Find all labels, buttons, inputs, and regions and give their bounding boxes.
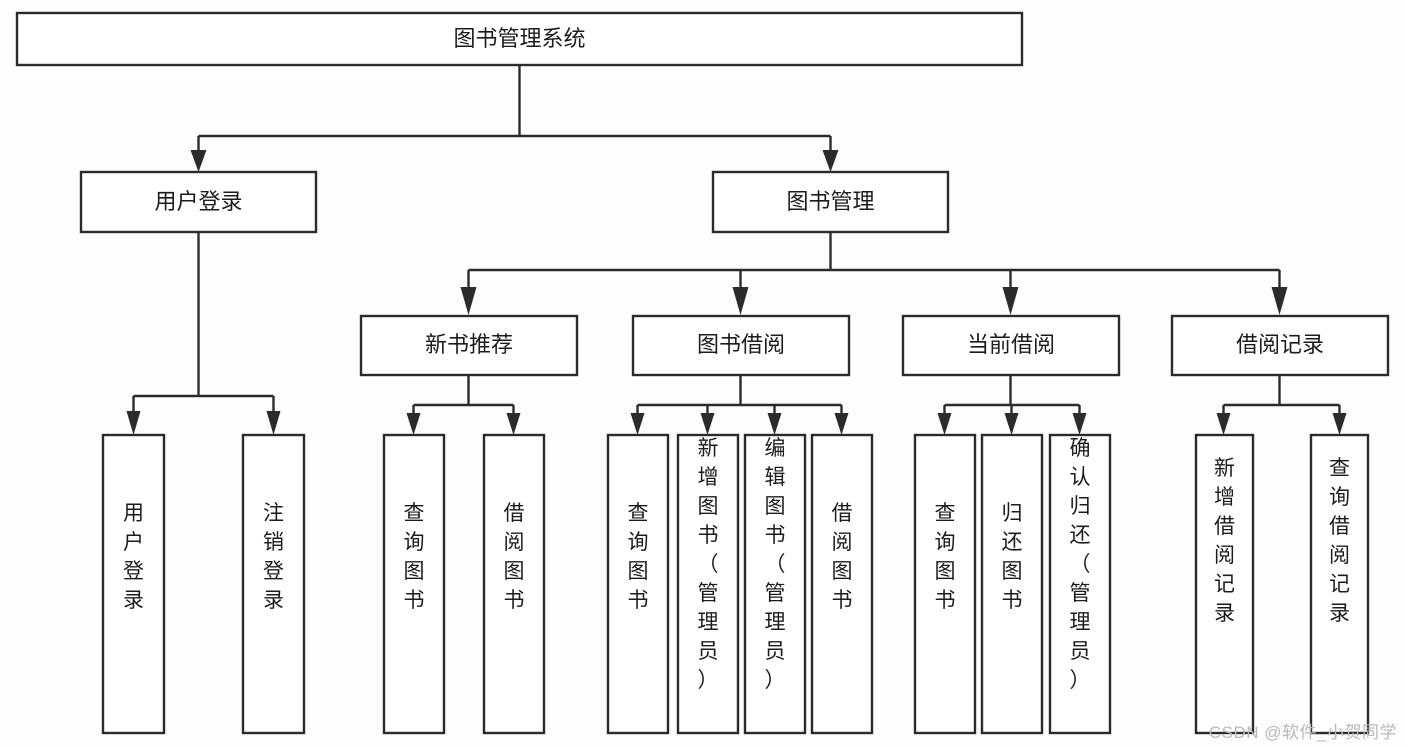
node-user-login-box[interactable] <box>79 170 318 234</box>
arrow-leaf-confirm-return <box>1072 413 1087 435</box>
arrow-to-borrow-record <box>1271 287 1288 315</box>
leaf-user-login-label: 用户登录 <box>123 502 144 612</box>
leaf-query-book-1-box[interactable] <box>382 433 446 735</box>
leaf-return-book[interactable]: 归还图书 <box>980 433 1044 735</box>
node-borrow-record-label: 借阅记录 <box>1236 332 1324 357</box>
leaf-user-login-box[interactable] <box>101 433 166 735</box>
node-new-book-rec-label: 新书推荐 <box>425 332 513 357</box>
leaf-return-book-box[interactable] <box>980 433 1044 735</box>
node-borrow-record-box[interactable] <box>1170 314 1390 377</box>
arrow-to-book-borrow <box>732 287 749 315</box>
arrow-to-current-borrow <box>1002 287 1019 315</box>
arrow-leaf-add-book <box>700 413 715 435</box>
leaf-query-record-label: 查询借阅记录 <box>1329 457 1350 625</box>
arrow-to-user-login <box>190 150 207 172</box>
leaf-confirm-return[interactable]: 确认归还（管理员） <box>1048 433 1112 735</box>
leaf-add-record[interactable]: 新增借阅记录 <box>1194 433 1255 735</box>
leaf-edit-book[interactable]: 编辑图书（管理员） <box>743 433 807 735</box>
arrow-leaf-query-book-1 <box>406 413 421 435</box>
leaf-borrow-book-1-label: 借阅图书 <box>504 502 525 612</box>
node-current-borrow-label: 当前借阅 <box>967 332 1055 357</box>
node-root-label: 图书管理系统 <box>453 26 585 51</box>
node-borrow-record[interactable]: 借阅记录 <box>1170 314 1390 377</box>
leaf-borrow-book-1-box[interactable] <box>482 433 546 735</box>
leaf-add-book[interactable]: 新增图书（管理员） <box>676 433 740 735</box>
leaf-add-book-box[interactable] <box>676 433 740 735</box>
leaf-query-record-box[interactable] <box>1309 433 1370 735</box>
leaf-query-book-1[interactable]: 查询图书 <box>382 433 446 735</box>
leaf-query-book-1-label: 查询图书 <box>404 502 425 612</box>
node-book-borrow-label: 图书借阅 <box>697 332 785 357</box>
node-book-manage[interactable]: 图书管理 <box>711 170 950 234</box>
leaf-user-login[interactable]: 用户登录 <box>101 433 166 735</box>
arrow-leaf-add-record <box>1216 413 1231 435</box>
node-user-login[interactable]: 用户登录 <box>79 170 318 234</box>
leaf-logout[interactable]: 注销登录 <box>241 433 306 735</box>
leaf-query-book-3-box[interactable] <box>913 433 977 735</box>
leaf-query-record[interactable]: 查询借阅记录 <box>1309 433 1370 735</box>
leaf-edit-book-label: 编辑图书（管理员） <box>765 437 786 692</box>
leaf-confirm-return-box[interactable] <box>1048 433 1112 735</box>
leaf-query-book-3[interactable]: 查询图书 <box>913 433 977 735</box>
leaf-borrow-book-2[interactable]: 借阅图书 <box>810 433 874 735</box>
node-user-login-label: 用户登录 <box>154 189 242 214</box>
leaf-add-book-label: 新增图书（管理员） <box>698 437 719 692</box>
node-book-borrow[interactable]: 图书借阅 <box>631 314 851 377</box>
arrow-to-new-book-rec <box>460 287 477 315</box>
arrow-leaf-user-login <box>126 411 141 435</box>
leaf-query-book-3-label: 查询图书 <box>935 502 956 612</box>
leaf-query-book-2-label: 查询图书 <box>628 502 649 612</box>
arrow-leaf-borrow-book-1 <box>506 413 521 435</box>
node-current-borrow-box[interactable] <box>901 314 1121 377</box>
node-book-manage-label: 图书管理 <box>786 189 874 214</box>
node-book-borrow-box[interactable] <box>631 314 851 377</box>
node-new-book-rec-box[interactable] <box>359 314 579 377</box>
leaf-query-book-2-box[interactable] <box>606 433 670 735</box>
arrow-leaf-query-record <box>1332 413 1347 435</box>
node-new-book-rec[interactable]: 新书推荐 <box>359 314 579 377</box>
leaf-borrow-book-2-box[interactable] <box>810 433 874 735</box>
arrow-leaf-query-book-3 <box>937 413 952 435</box>
leaf-query-book-2[interactable]: 查询图书 <box>606 433 670 735</box>
arrow-leaf-logout <box>266 411 281 435</box>
arrow-leaf-borrow-book-2 <box>834 413 849 435</box>
arrow-leaf-edit-book <box>767 413 782 435</box>
arrow-leaf-return-book <box>1004 413 1019 435</box>
leaf-confirm-return-label: 确认归还（管理员） <box>1070 437 1091 692</box>
node-root-box[interactable] <box>15 11 1024 67</box>
connector-layer <box>126 65 1347 435</box>
leaf-add-record-label: 新增借阅记录 <box>1214 457 1235 625</box>
arrow-leaf-query-book-2 <box>630 413 645 435</box>
arrow-to-book-manage <box>822 150 839 172</box>
leaf-borrow-book-2-label: 借阅图书 <box>832 502 853 612</box>
node-root[interactable]: 图书管理系统 <box>15 11 1024 67</box>
leaf-logout-label: 注销登录 <box>263 502 284 612</box>
leaf-return-book-label: 归还图书 <box>1002 502 1023 612</box>
leaf-edit-book-box[interactable] <box>743 433 807 735</box>
node-book-manage-box[interactable] <box>711 170 950 234</box>
leaf-add-record-box[interactable] <box>1194 433 1255 735</box>
leaf-borrow-book-1[interactable]: 借阅图书 <box>482 433 546 735</box>
node-current-borrow[interactable]: 当前借阅 <box>901 314 1121 377</box>
leaf-logout-box[interactable] <box>241 433 306 735</box>
